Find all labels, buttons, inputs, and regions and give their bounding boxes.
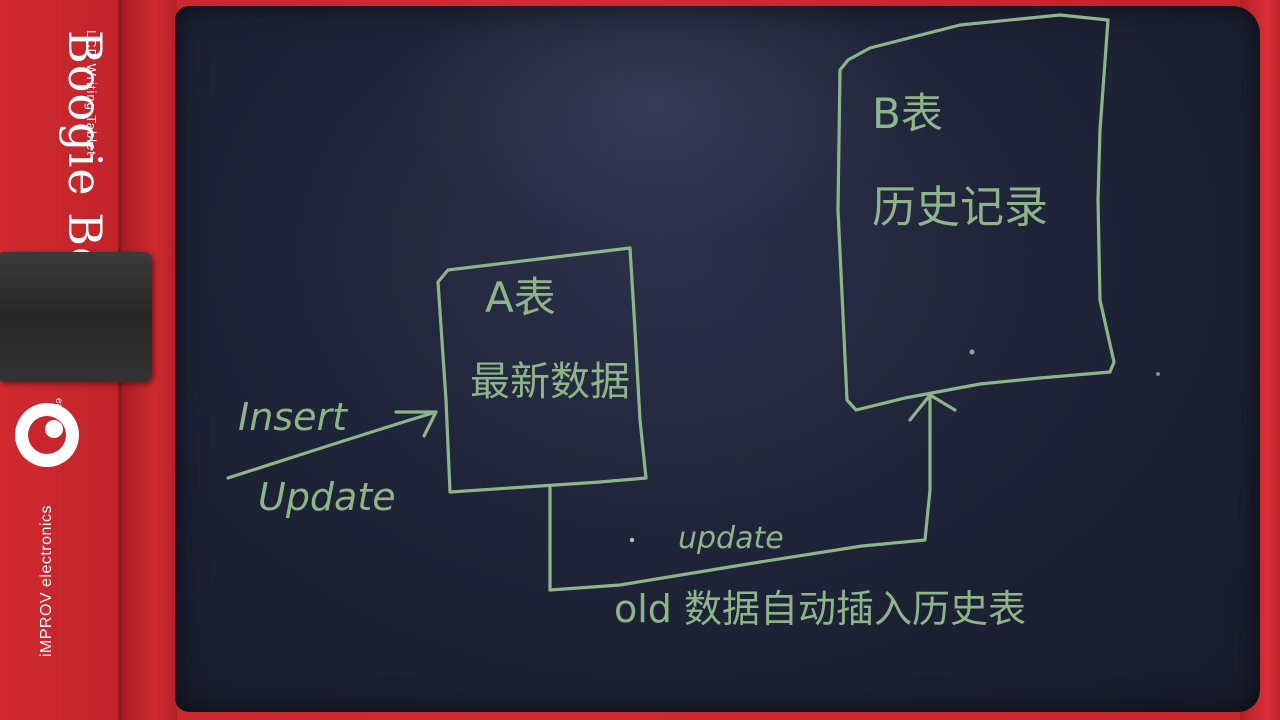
flow-caption: old 数据自动插入历史表	[614, 587, 1026, 631]
table-a-desc: 最新数据	[470, 359, 630, 405]
input-arrow	[226, 410, 438, 480]
table-a-box	[436, 246, 648, 494]
screen-speck	[1156, 372, 1160, 376]
update-label: Update	[258, 475, 396, 519]
pen-strap	[0, 252, 152, 382]
flow-update-label: update	[678, 521, 784, 556]
boogie-logo-icon	[15, 403, 79, 467]
screen-speck	[969, 349, 975, 355]
table-a-title: A表	[485, 273, 556, 322]
input-arrow-head	[394, 410, 438, 438]
table-b-desc: 历史记录	[872, 182, 1048, 233]
screen-glare	[395, 6, 915, 246]
flow-arrow-head	[908, 393, 957, 422]
table-b-title: B表	[872, 89, 943, 138]
flow-line	[548, 396, 932, 592]
lcd-screen[interactable]	[175, 6, 1260, 712]
table-b-box	[836, 13, 1116, 412]
screen-speck	[629, 537, 635, 543]
insert-label: Insert	[238, 395, 349, 439]
